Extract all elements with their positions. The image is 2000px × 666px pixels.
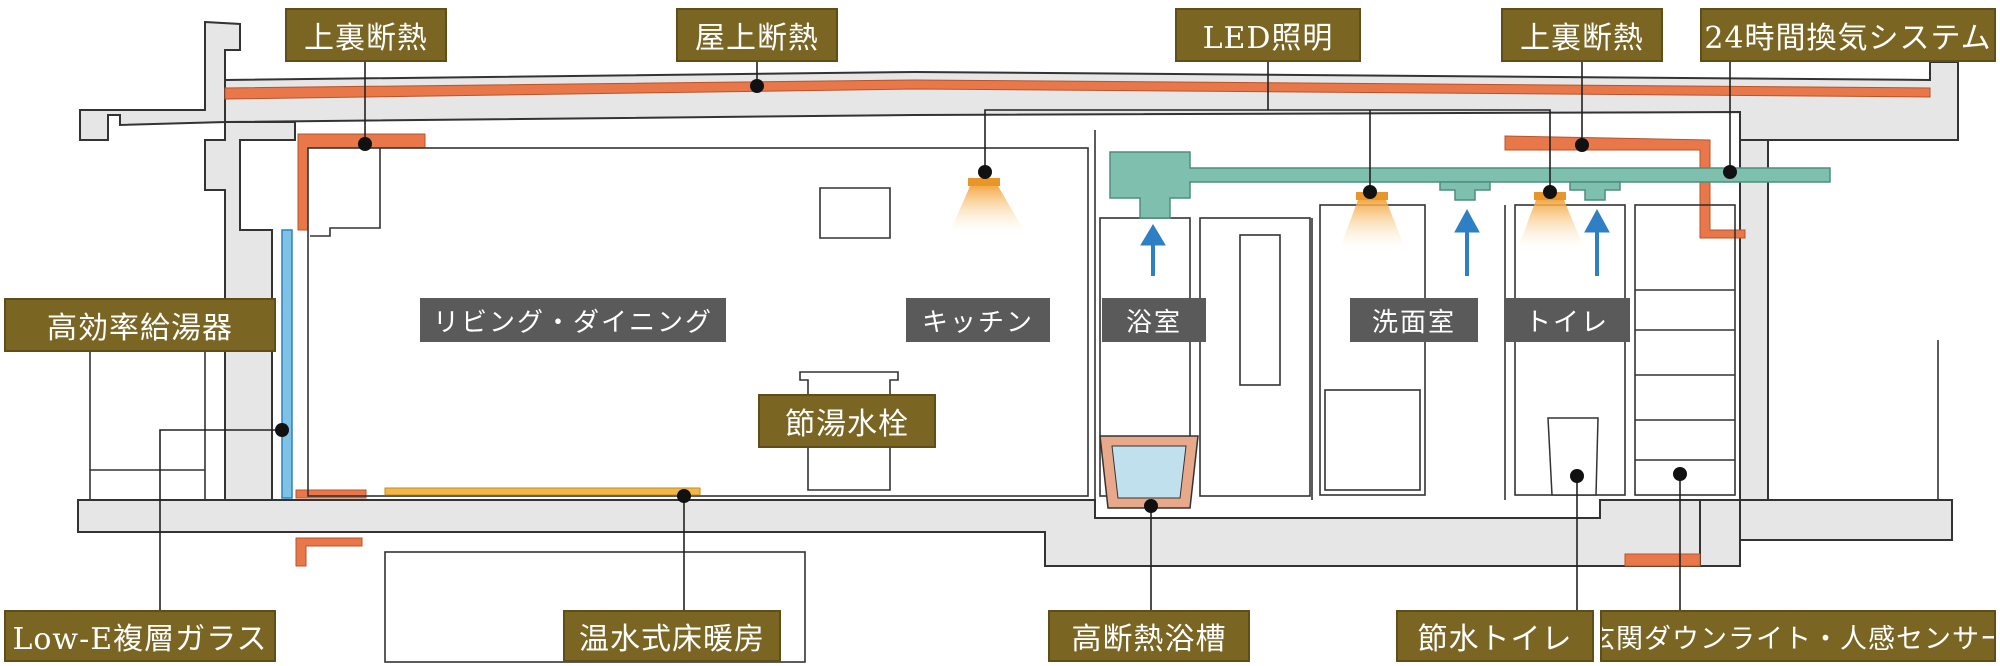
airflow-arrow-washroom	[1454, 208, 1480, 276]
ventilation-duct	[1109, 151, 1831, 219]
floor-slab-left	[77, 499, 1953, 567]
room-label-living-dining: リビング・ダイニング	[420, 298, 726, 342]
callout-water-saving-toilet: 節水トイレ	[1396, 610, 1594, 662]
callout-floor-heating: 温水式床暖房	[563, 610, 781, 662]
leader-dots	[275, 79, 1737, 513]
bathroom-wall	[1199, 217, 1311, 497]
dining-table	[799, 371, 899, 491]
lowe-glass-pane	[281, 229, 293, 499]
callout-lowe-glass: Low-E複層ガラス	[4, 610, 276, 662]
washroom-outline	[1319, 204, 1426, 496]
living-room-outline	[307, 147, 1089, 497]
duct-main	[1109, 151, 1831, 219]
airflow-arrows	[1140, 208, 1610, 276]
right-wall	[1699, 139, 1769, 567]
insulation	[224, 79, 1931, 567]
callout-water-heater: 高効率給湯器	[4, 298, 276, 352]
callout-insulated-bathtub: 高断熱浴槽	[1048, 610, 1250, 662]
duct-branch-toilet	[1569, 181, 1621, 201]
bathtub-water	[1111, 445, 1187, 499]
floor-edge-insulation	[295, 489, 367, 499]
lower-floor-room	[384, 551, 806, 663]
airflow-arrow-toilet	[1584, 208, 1610, 276]
lower-insulation-left	[295, 537, 363, 567]
roof-slab	[224, 61, 1959, 141]
leader-lines	[159, 44, 1731, 610]
callout-led-lighting: LED照明	[1175, 8, 1361, 62]
room-label-kitchen: キッチン	[906, 298, 1050, 342]
leader-lowe-glass	[159, 429, 282, 610]
callout-ventilation-24h: 24時間換気システム	[1700, 8, 1996, 62]
led-light-glow-kitchen	[950, 186, 1025, 232]
floor-heating-strip	[384, 487, 701, 496]
led-light-kitchen	[968, 178, 1000, 186]
callout-roof-insulation: 屋上断熱	[676, 8, 838, 62]
airflow-arrow-bathroom	[1140, 224, 1166, 276]
callout-top-left-insulation: 上裏断熱	[285, 8, 447, 62]
room-label-washroom: 洗面室	[1350, 298, 1478, 342]
room-label-bathroom: 浴室	[1102, 298, 1206, 342]
duct-branch-washroom	[1439, 181, 1491, 201]
shower-unit	[1239, 234, 1281, 386]
toilet-fixture	[1547, 417, 1599, 496]
kitchen-counter	[819, 187, 891, 239]
structure	[77, 20, 1959, 567]
callout-entrance-downlight: 玄関ダウンライト・人感センサー	[1600, 610, 1996, 662]
washroom-cabinet	[1324, 389, 1421, 491]
left-parapet	[79, 20, 241, 141]
callout-top-right-insulation: 上裏断熱	[1501, 8, 1663, 62]
lower-insulation-right	[1624, 553, 1701, 567]
leader-led	[984, 44, 1551, 192]
roof-insulation-band	[224, 79, 1931, 100]
led-light-glow-toilet	[1518, 200, 1584, 248]
led-light-glow-washroom	[1340, 200, 1405, 248]
ceiling-box	[310, 148, 381, 237]
callout-water-saving-faucet: 節湯水栓	[758, 394, 936, 448]
interior-lines	[89, 130, 1939, 663]
room-label-toilet: トイレ	[1504, 298, 1630, 342]
entrance-shelf	[1634, 204, 1736, 496]
